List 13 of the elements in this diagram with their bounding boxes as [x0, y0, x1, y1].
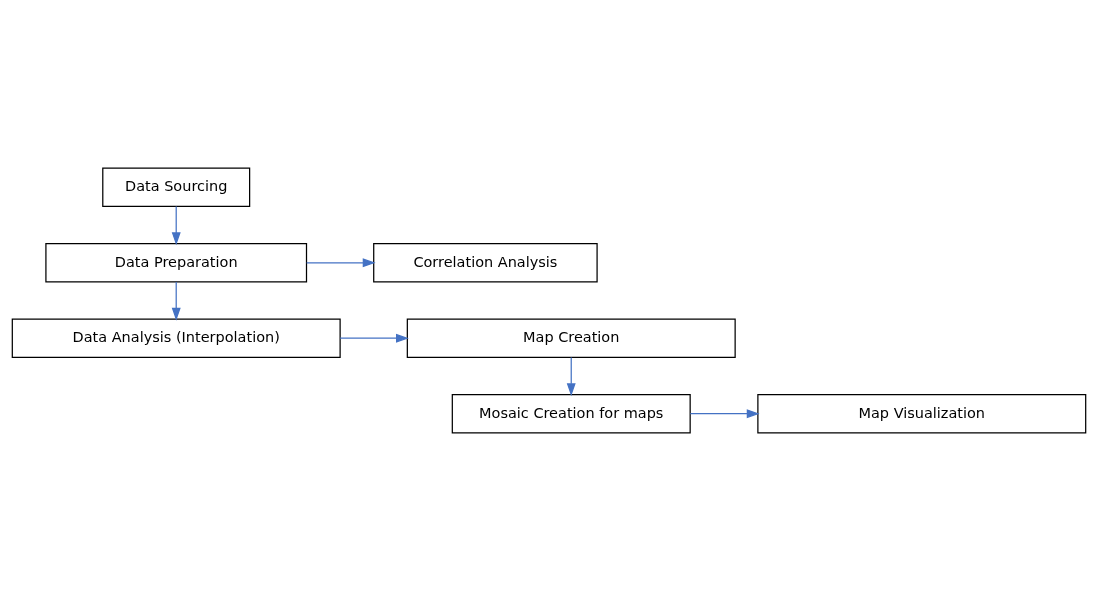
- node-box: Mosaic Creation for maps: [451, 394, 691, 434]
- node-box: Map Visualization: [757, 394, 1087, 434]
- node-box: Data Preparation: [45, 243, 308, 283]
- arrow: [306, 258, 376, 268]
- node-box: Correlation Analysis: [373, 243, 598, 283]
- arrow: [171, 205, 181, 246]
- node-box: Data Analysis (Interpolation): [11, 318, 341, 358]
- node-box: Map Creation: [406, 318, 736, 358]
- arrow: [689, 409, 760, 419]
- arrow: [339, 333, 409, 343]
- node-box: Data Sourcing: [102, 167, 251, 207]
- arrow: [171, 281, 181, 321]
- arrow: [566, 356, 576, 397]
